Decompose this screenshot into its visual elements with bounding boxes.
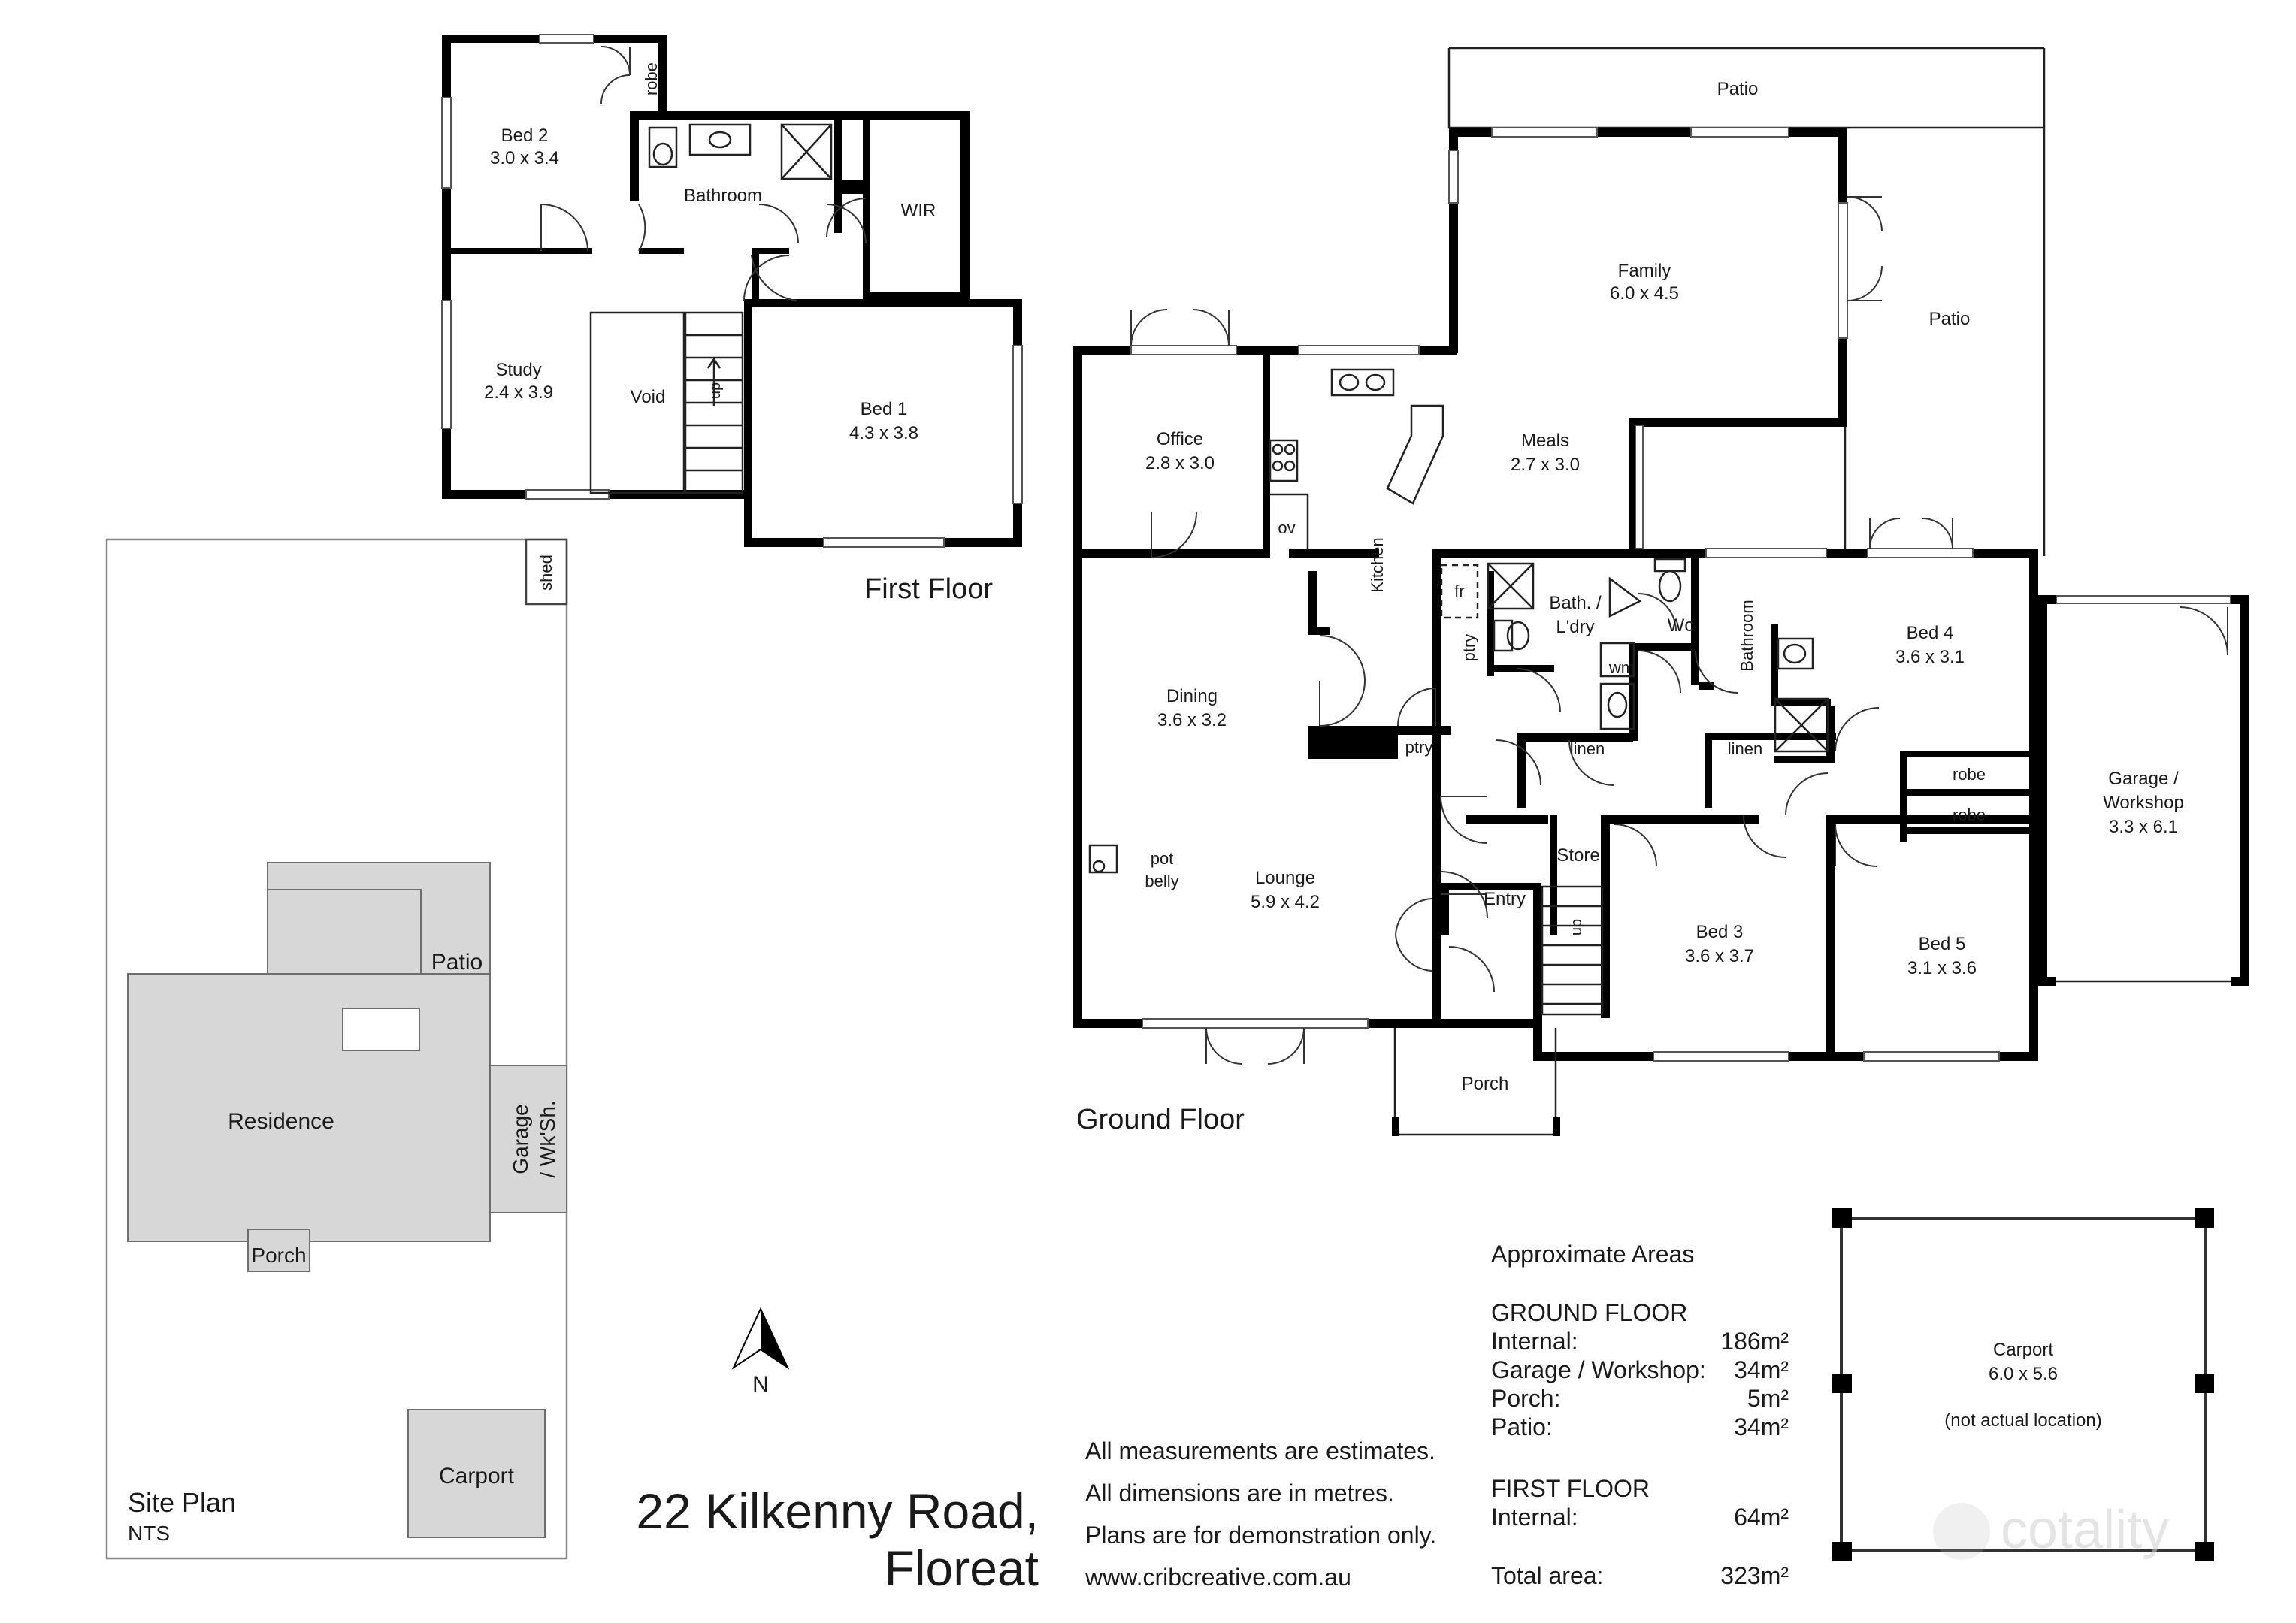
site-carport-label: Carport	[439, 1464, 515, 1489]
garage-line1: Garage /	[2108, 769, 2179, 789]
address-line1: 22 Kilkenny Road,	[636, 1483, 1039, 1539]
note-website: www.cribcreative.com.au	[1084, 1564, 1351, 1591]
watermark-logo	[1933, 1503, 1990, 1560]
areas-total-value: 323m²	[1720, 1562, 1789, 1589]
ground-stairs-up: up	[1568, 919, 1585, 935]
site-porch-label: Porch	[251, 1244, 306, 1267]
watermark-text: cotality	[2001, 1500, 2169, 1560]
entry-label: Entry	[1484, 889, 1526, 909]
dining-dims: 3.6 x 3.2	[1157, 710, 1227, 730]
address-line2: Floreat	[885, 1540, 1039, 1596]
first-floor-plan	[441, 34, 1023, 548]
bath-laundry-label-2: L'dry	[1556, 617, 1594, 637]
lounge-dims: 5.9 x 4.2	[1251, 892, 1320, 912]
fridge-label: fr	[1454, 582, 1464, 600]
dining-name: Dining	[1166, 686, 1218, 706]
robe-label-1: robe	[1953, 765, 1986, 784]
site-plan	[105, 538, 568, 1560]
bed2-name: Bed 2	[501, 125, 549, 146]
north-arrow-icon	[731, 1307, 790, 1370]
wir-label: WIR	[901, 201, 936, 221]
ground-floor-plan	[1073, 47, 2249, 1136]
meals-name: Meals	[1521, 431, 1569, 451]
areas-first-internal-value: 64m²	[1734, 1504, 1789, 1531]
note-demonstration: Plans are for demonstration only.	[1085, 1522, 1436, 1549]
site-patio-label: Patio	[431, 950, 482, 975]
study-name: Study	[495, 360, 541, 380]
site-shed-label: shed	[537, 555, 555, 591]
bath-laundry-label-1: Bath. /	[1549, 593, 1602, 613]
store-label: Store	[1556, 845, 1599, 866]
patio-top-label: Patio	[1717, 79, 1759, 99]
bed2-dims: 3.0 x 3.4	[490, 148, 559, 168]
north-label: N	[752, 1372, 769, 1397]
void-label: Void	[631, 387, 666, 407]
areas-total-label: Total area:	[1491, 1562, 1603, 1589]
areas-patio-value: 34m²	[1734, 1413, 1789, 1440]
first-floor-title: First Floor	[864, 573, 993, 605]
robe-label: robe	[642, 62, 661, 95]
site-garage-label-2: / Wk'Sh.	[536, 1100, 559, 1177]
office-name: Office	[1157, 429, 1203, 449]
areas-heading: Approximate Areas	[1491, 1241, 1694, 1268]
garage-line2: Workshop	[2103, 793, 2184, 813]
areas-ground-heading: GROUND FLOOR	[1491, 1299, 1687, 1326]
bed4-name: Bed 4	[1907, 623, 1954, 643]
bed4-dims: 3.6 x 3.1	[1895, 647, 1965, 667]
areas-porch-label: Porch:	[1491, 1385, 1560, 1412]
bed1-dims: 4.3 x 3.8	[849, 423, 918, 443]
linen-label-1: linen	[1570, 739, 1605, 758]
lounge-name: Lounge	[1255, 868, 1315, 888]
areas-first-internal-label: Internal:	[1491, 1504, 1578, 1531]
office-dims: 2.8 x 3.0	[1145, 453, 1215, 473]
family-dims: 6.0 x 4.5	[1610, 283, 1679, 304]
wc-label: Wc	[1668, 615, 1694, 636]
washing-machine-label: wm	[1608, 658, 1635, 677]
garage-dims: 3.3 x 6.1	[2109, 817, 2178, 837]
carport-name: Carport	[1993, 1340, 2053, 1360]
areas-first-heading: FIRST FLOOR	[1491, 1475, 1650, 1502]
porch-label: Porch	[1462, 1074, 1509, 1094]
oven-label: ov	[1278, 518, 1295, 537]
bed3-name: Bed 3	[1696, 922, 1744, 942]
areas-porch-value: 5m²	[1747, 1385, 1789, 1412]
bed3-dims: 3.6 x 3.7	[1685, 946, 1754, 966]
study-dims: 2.4 x 3.9	[484, 382, 553, 403]
kitchen-label: Kitchen	[1368, 537, 1387, 592]
note-metres: All dimensions are in metres.	[1085, 1479, 1394, 1507]
pantry-label: ptry	[1405, 738, 1433, 757]
ground-bathroom-label: Bathroom	[1738, 600, 1756, 671]
site-plan-title: Site Plan	[128, 1487, 236, 1518]
carport-plan	[1832, 1208, 2214, 1561]
meals-dims: 2.7 x 3.0	[1511, 455, 1580, 475]
family-name: Family	[1618, 261, 1671, 281]
areas-ground-internal-label: Internal:	[1491, 1328, 1578, 1355]
areas-garage-value: 34m²	[1734, 1356, 1789, 1383]
areas-patio-label: Patio:	[1491, 1413, 1553, 1440]
ground-floor-title: Ground Floor	[1076, 1104, 1245, 1135]
areas-garage-label: Garage / Workshop:	[1491, 1356, 1706, 1383]
bed5-dims: 3.1 x 3.6	[1907, 958, 1977, 978]
pot-belly-label-1: pot	[1151, 849, 1174, 868]
site-garage-label-1: Garage	[509, 1104, 532, 1174]
pantry-vertical-label: ptry	[1460, 634, 1478, 662]
bathroom-label: Bathroom	[684, 186, 762, 206]
areas-ground-internal-value: 186m²	[1720, 1328, 1789, 1355]
robe-label-2: robe	[1953, 805, 1986, 824]
first-stairs-up: up	[707, 382, 724, 399]
patio-right-label: Patio	[1929, 309, 1971, 329]
carport-note: (not actual location)	[1944, 1410, 2101, 1431]
pot-belly-label-2: belly	[1145, 872, 1178, 890]
linen-label-2: linen	[1728, 739, 1762, 758]
carport-dims: 6.0 x 5.6	[1989, 1364, 2058, 1384]
site-plan-scale: NTS	[128, 1522, 170, 1545]
note-estimates: All measurements are estimates.	[1085, 1437, 1435, 1464]
site-residence-label: Residence	[228, 1109, 334, 1134]
bed1-name: Bed 1	[861, 399, 908, 419]
bed5-name: Bed 5	[1919, 934, 1966, 954]
